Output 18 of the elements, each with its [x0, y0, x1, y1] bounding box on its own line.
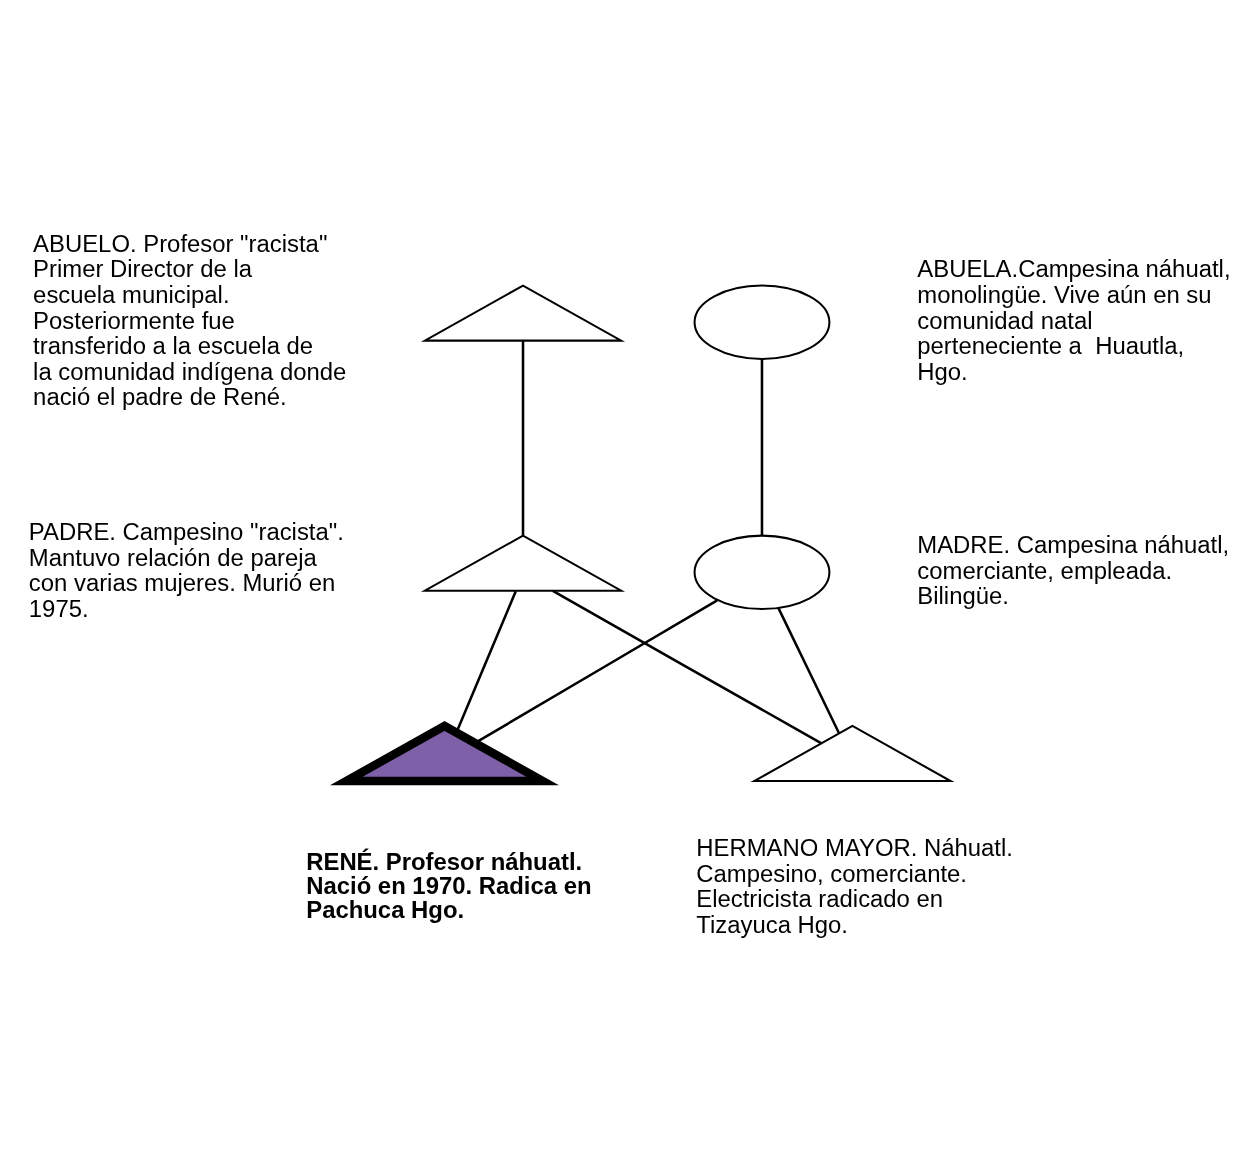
node-ellipse [693, 284, 831, 360]
node-label: ABUELA.Campesina náhuatl, monolingüe. Vive aún en su comunidad natal perteneciente a Huautla, Hgo. [917, 254, 1231, 385]
connector [521, 340, 525, 535]
node-label: RENÉ. Profesor náhuatl. Nació en 1970. Radica en Pachuca Hgo. [306, 847, 592, 922]
connector [474, 598, 718, 744]
connector [552, 589, 822, 744]
node-label: MADRE. Campesina náhuatl, comerciante, empleada. Bilingüe. [917, 530, 1230, 609]
connector [455, 590, 517, 733]
node-triangle [330, 720, 559, 785]
node-label: HERMANO MAYOR. Náhuatl. Campesino, comerciante. Electricista radicado en Tizayuca Hgo. [696, 833, 1013, 938]
node-ellipse [693, 534, 831, 610]
connector [777, 607, 841, 734]
node-label: ABUELO. Profesor "racista" Primer Director de la escuela municipal. Posteriormente fue transferido a la escuela de la comunidad indígena donde nació el padre de René. [33, 229, 347, 410]
node-triangle [750, 724, 955, 782]
node-triangle [420, 533, 626, 592]
node-label: PADRE. Campesino "racista". Mantuvo relación de pareja con varias mujeres. Murió en 1975. [28, 517, 344, 622]
node-triangle [420, 283, 626, 342]
connector [760, 358, 764, 535]
